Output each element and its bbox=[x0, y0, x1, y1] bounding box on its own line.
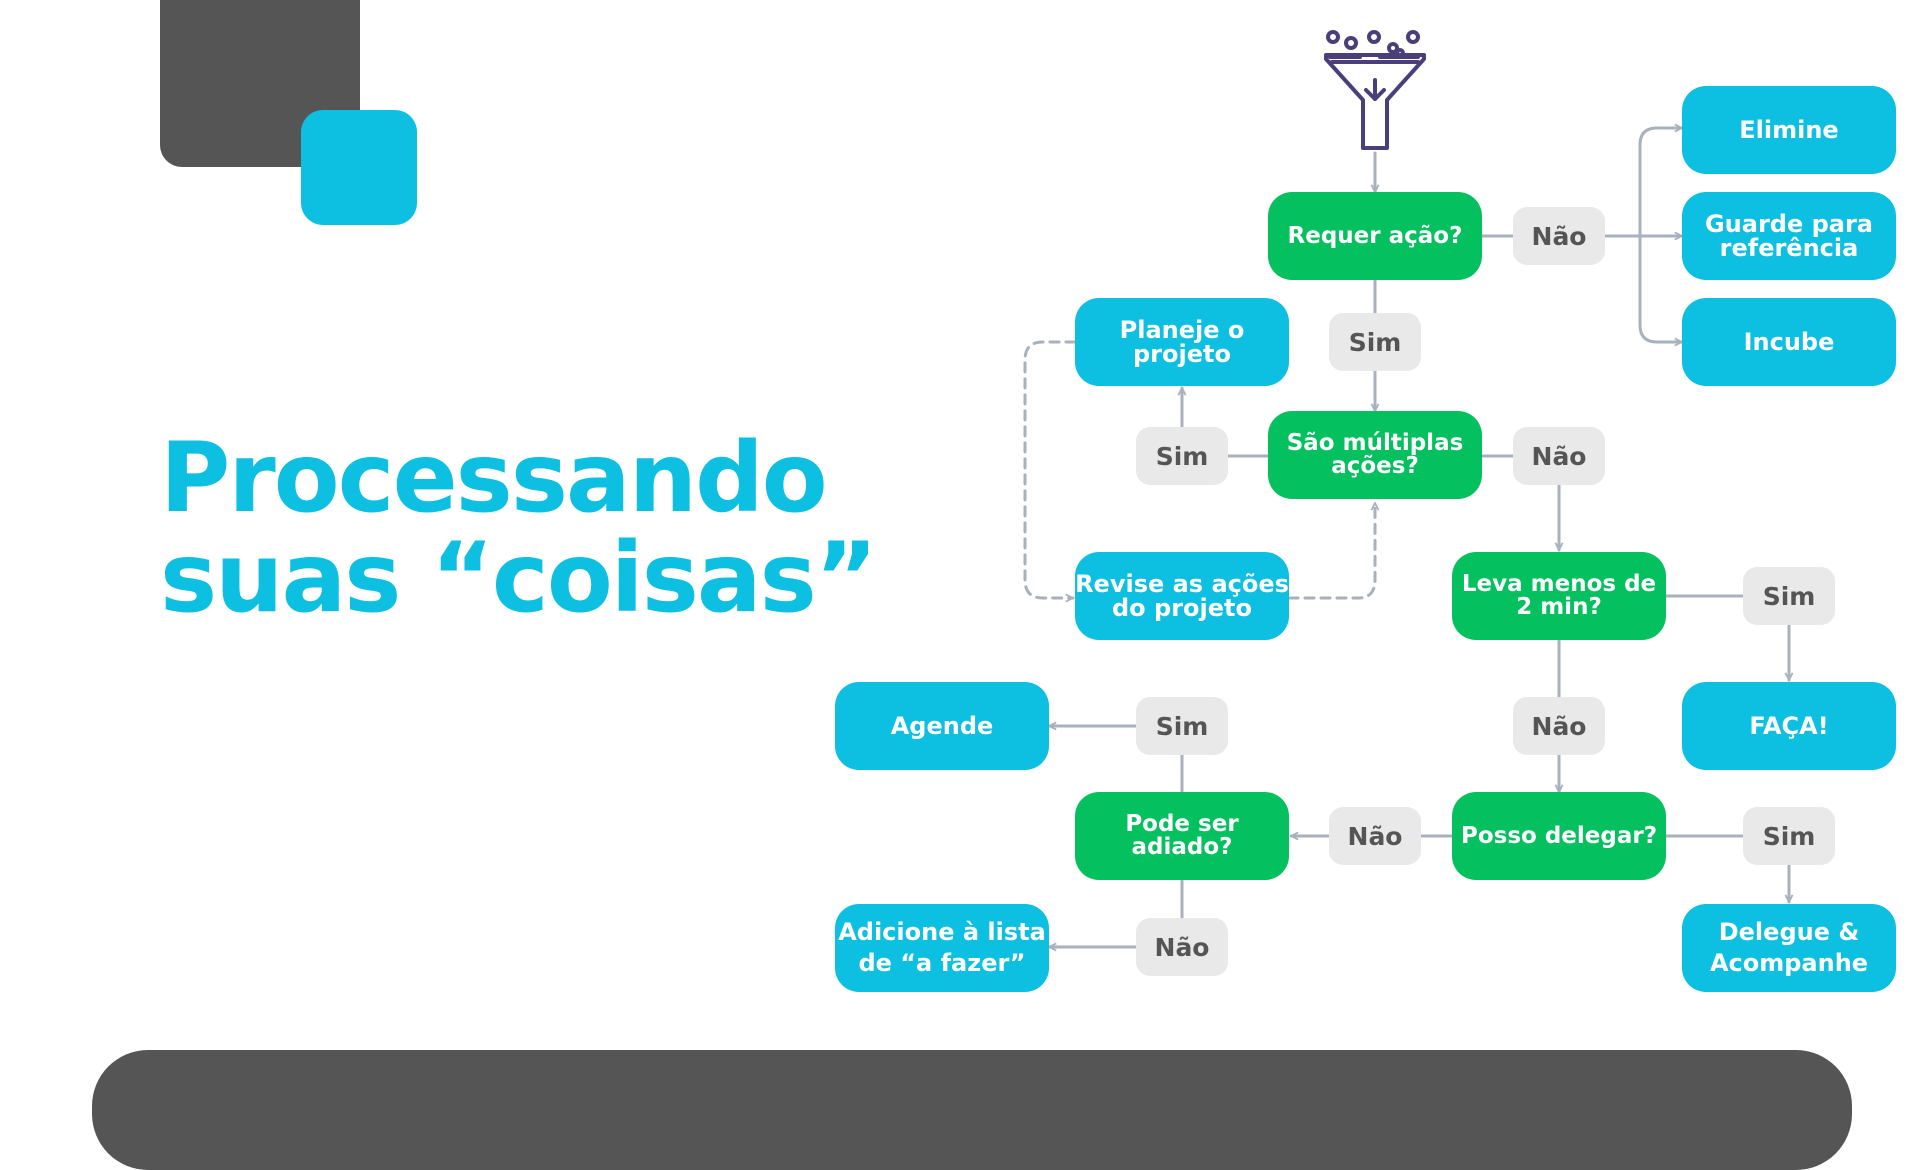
answer-sim-requer: Sim bbox=[1329, 313, 1421, 371]
decision-posso-delegar: Posso delegar? bbox=[1452, 792, 1666, 880]
decision-pode-ser-adiado: Pode ser adiado? bbox=[1075, 792, 1289, 880]
action-delegue-line-1: Delegue & bbox=[1718, 917, 1860, 946]
action-agende: Agende bbox=[835, 682, 1049, 770]
funnel-icon bbox=[1324, 30, 1426, 150]
action-revise-line-1: Revise as ações bbox=[1075, 570, 1289, 598]
action-adicione-lista: Adicione à lista de “a fazer” bbox=[835, 904, 1049, 992]
decision-menos-2min-line-1: Leva menos de bbox=[1461, 571, 1657, 597]
answer-sim-menos-2min: Sim bbox=[1743, 567, 1835, 625]
action-guarde-line-1: Guarde para bbox=[1704, 210, 1874, 238]
action-planeje-projeto: Planeje o projeto bbox=[1075, 298, 1289, 386]
action-agende-line-1: Agende bbox=[890, 712, 994, 740]
action-revise-line-2: do projeto bbox=[1111, 594, 1252, 622]
action-lista-line-2: de “a fazer” bbox=[858, 949, 1026, 977]
action-guarde-referencia: Guarde para referência bbox=[1682, 192, 1896, 280]
action-guarde-line-2: referência bbox=[1719, 234, 1859, 262]
action-elimine: Elimine bbox=[1682, 86, 1896, 174]
title-line-2: suas “coisas” bbox=[160, 522, 878, 634]
action-lista-line-1: Adicione à lista bbox=[838, 917, 1046, 946]
answer-nao-delegar: Não bbox=[1329, 807, 1421, 865]
decision-requer-acao-line-1: Requer ação? bbox=[1287, 222, 1463, 249]
answer-nao-requer: Não bbox=[1513, 207, 1605, 265]
page-title: Processando suas “coisas” bbox=[160, 422, 878, 634]
action-planeje-line-2: projeto bbox=[1133, 340, 1231, 368]
edge-planeje-revise bbox=[1023, 340, 1077, 598]
answer-sim-delegar: Sim bbox=[1743, 807, 1835, 865]
decision-adiado-line-1: Pode ser bbox=[1125, 811, 1239, 837]
decision-requer-acao: Requer ação? bbox=[1268, 192, 1482, 280]
answer-nao-adiado: Não bbox=[1136, 918, 1228, 976]
decision-adiado-line-2: adiado? bbox=[1131, 834, 1233, 860]
title-line-1: Processando bbox=[160, 422, 828, 534]
action-incube: Incube bbox=[1682, 298, 1896, 386]
edge-revise-multiplas bbox=[1287, 501, 1375, 600]
decision-menos-2min-line-2: 2 min? bbox=[1516, 594, 1602, 620]
action-incube-line-1: Incube bbox=[1743, 328, 1835, 356]
action-delegue-acompanhe: Delegue & Acompanhe bbox=[1682, 904, 1896, 992]
decision-multiplas-acoes: São múltiplas ações? bbox=[1268, 411, 1482, 499]
flowchart-connectors bbox=[1023, 0, 1920, 1080]
edge-to-elimine bbox=[1638, 128, 1684, 238]
answer-sim-multiplas: Sim bbox=[1136, 427, 1228, 485]
action-faca-line-1: FAÇA! bbox=[1749, 712, 1829, 740]
action-delegue-line-2: Acompanhe bbox=[1709, 949, 1869, 977]
decorative-blue-square bbox=[301, 110, 417, 225]
answer-nao-menos-2min: Não bbox=[1513, 697, 1605, 755]
action-faca: FAÇA! bbox=[1682, 682, 1896, 770]
answer-nao-multiplas: Não bbox=[1513, 427, 1605, 485]
footer-bar bbox=[92, 1050, 1852, 1170]
decision-multiplas-line-2: ações? bbox=[1331, 453, 1419, 479]
edge-to-incube bbox=[1638, 234, 1684, 342]
action-planeje-line-1: Planeje o bbox=[1119, 316, 1245, 344]
action-revise-acoes: Revise as ações do projeto bbox=[1075, 552, 1289, 640]
action-elimine-line-1: Elimine bbox=[1739, 116, 1839, 144]
decision-delegar-line-1: Posso delegar? bbox=[1460, 822, 1658, 849]
decision-menos-2min: Leva menos de 2 min? bbox=[1452, 552, 1666, 640]
answer-sim-adiado: Sim bbox=[1136, 697, 1228, 755]
decision-multiplas-line-1: São múltiplas bbox=[1286, 430, 1464, 456]
